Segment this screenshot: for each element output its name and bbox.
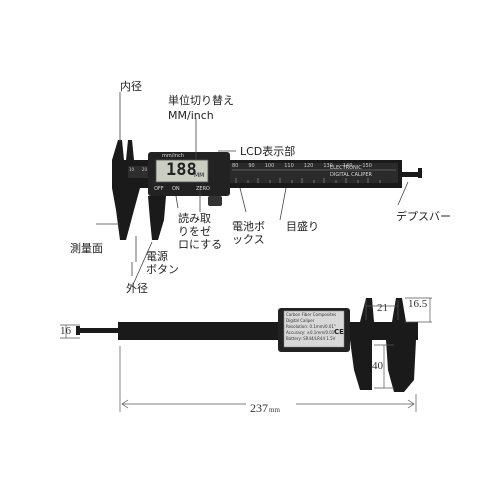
- top-caliper: [112, 140, 422, 240]
- scale-number: 150: [362, 163, 372, 169]
- beam-scale-ticks: [235, 178, 381, 183]
- bottom-upper-jaw-a: [360, 298, 374, 322]
- beam-scale-numbers: 80 90 100 110 120 130 140 150: [232, 163, 372, 169]
- label-depth-bar: デプスバー: [396, 210, 451, 223]
- label-scale: 目盛り: [286, 220, 319, 233]
- label-read-zero-3: ロにする: [178, 238, 223, 251]
- plate-line-5: Battery: SR44/LR44 1.5V: [286, 336, 336, 341]
- ce-mark: CE: [334, 328, 344, 336]
- top-beam-scale-area: [230, 163, 398, 183]
- lcd-unit: MM: [194, 172, 205, 179]
- dim-16-5: 16.5: [408, 298, 428, 310]
- bottom-lower-jaw-b: [386, 340, 416, 392]
- jaw-scale-numbers: 10 20: [129, 167, 147, 172]
- top-fixed-inner-jaw: [112, 140, 124, 160]
- plate-line-4: Accuracy: ±0.1mm/0.01": [286, 330, 337, 335]
- label-unit-switch-1: 単位切り替え: [168, 94, 234, 107]
- off-button[interactable]: OFF: [154, 186, 164, 192]
- scale-number: 100: [264, 163, 275, 169]
- scale-number: 130: [323, 163, 333, 169]
- dim-40: 40: [372, 360, 383, 372]
- bottom-upper-jaw-b: [392, 298, 406, 322]
- label-battery-2: ックス: [232, 233, 265, 246]
- scale-number: 120: [303, 163, 314, 169]
- top-thumb-wheel: [208, 196, 222, 206]
- bottom-depth-bar: [78, 328, 120, 333]
- label-power-2: ボタン: [146, 263, 179, 276]
- top-lcd-screen: [155, 159, 209, 183]
- leader-lines: [96, 92, 409, 288]
- jaw-scale-number: 20: [141, 167, 147, 172]
- jaw-scale-number: 10: [129, 167, 135, 172]
- label-read-zero-1: 読み取: [178, 212, 211, 225]
- dim-16: 16: [60, 325, 71, 337]
- info-plate-text: Carbon Fiber Composites Digital Caliper …: [286, 312, 342, 342]
- brand-line-1: ELECTRONIC: [330, 165, 362, 171]
- bottom-info-plate: [283, 310, 345, 348]
- label-power-1: 電源: [146, 250, 168, 263]
- bottom-caliper: [76, 298, 418, 392]
- label-measure-face: 測量面: [70, 242, 103, 255]
- top-fixed-outer-jaw: [112, 188, 140, 240]
- top-sliding-outer-jaw: [148, 196, 166, 240]
- lcd-value: 188: [166, 160, 197, 180]
- dim-237-unit: mm: [269, 406, 280, 414]
- top-depth-bar: [400, 172, 422, 177]
- mm-inch-button[interactable]: mm/inch: [162, 153, 184, 159]
- dim-237-group: 237mm: [250, 397, 280, 416]
- dim-21: 21: [377, 302, 388, 314]
- plate-line-3: Resolution: 0.1mm/0.01": [286, 324, 336, 329]
- label-read-zero-2: りをゼ: [178, 225, 211, 238]
- zero-button[interactable]: ZERO: [196, 186, 210, 192]
- on-button[interactable]: ON: [172, 186, 180, 192]
- plate-line-2: Digital Caliper: [286, 318, 315, 323]
- bottom-beam: [118, 322, 418, 340]
- dim-237: 237: [250, 401, 268, 415]
- label-unit-switch-2: MM/inch: [168, 109, 214, 122]
- dimension-lines: [60, 297, 432, 412]
- label-outer-diameter: 外径: [126, 282, 148, 295]
- bottom-lower-jaw-a: [350, 340, 372, 390]
- plate-line-1: Carbon Fiber Composites: [286, 312, 337, 317]
- label-lcd: LCD表示部: [240, 145, 296, 158]
- scale-number: 80: [232, 163, 239, 169]
- scale-number: 110: [284, 163, 294, 169]
- brand-line-2: DIGITAL CALIPER: [330, 172, 372, 178]
- label-inner-diameter: 内径: [120, 80, 142, 93]
- label-battery-1: 電池ボ: [232, 220, 265, 233]
- scale-number: 140: [342, 163, 353, 169]
- scale-number: 90: [248, 163, 255, 169]
